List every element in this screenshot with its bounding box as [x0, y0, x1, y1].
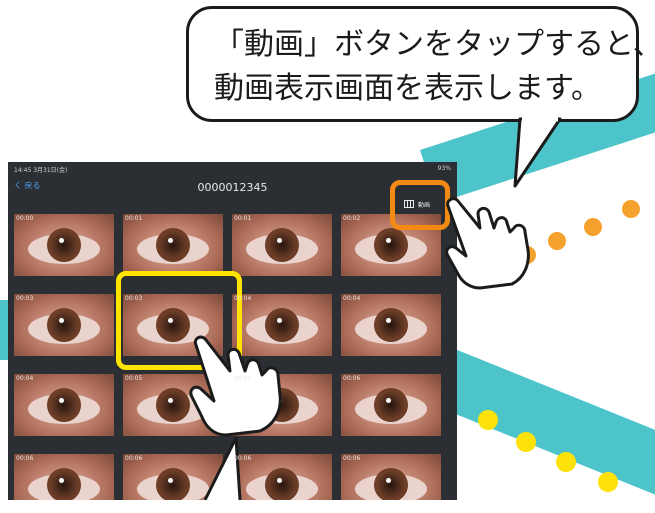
speech-bubble — [186, 6, 639, 122]
tap-hand-icon — [189, 335, 282, 437]
callout-line-1: 「動画」ボタンをタップすると、 — [214, 27, 655, 62]
thumbnail-timestamp: 00:04 — [234, 295, 252, 302]
thumbnail[interactable]: 00:06 — [232, 454, 332, 500]
decorative-dot — [516, 432, 536, 452]
decorative-dot — [556, 452, 576, 472]
video-button[interactable]: 動画 — [404, 193, 442, 215]
thumbnail-timestamp: 00:03 — [125, 295, 143, 302]
thumbnail[interactable]: 00:01 — [232, 214, 332, 276]
thumbnail[interactable]: 00:06 — [341, 454, 441, 500]
callout-line-2: 動画表示画面を表示します。 — [214, 71, 601, 106]
film-icon — [404, 200, 414, 208]
decorative-dot — [622, 200, 640, 218]
thumbnail-timestamp: 00:06 — [16, 455, 34, 462]
decorative-dot — [598, 472, 618, 492]
thumbnail[interactable]: 00:04 — [341, 294, 441, 356]
nav-bar: く 戻る 0000012345 — [8, 174, 457, 206]
thumbnail[interactable]: 00:01 — [123, 214, 223, 276]
decorative-dot — [584, 218, 602, 236]
decorative-dot — [478, 410, 498, 430]
thumbnail-timestamp: 00:05 — [125, 375, 143, 382]
thumbnail-timestamp: 00:05 — [234, 375, 252, 382]
thumbnail-timestamp: 00:06 — [234, 455, 252, 462]
decorative-ribbon-lower — [422, 345, 655, 513]
thumbnail[interactable]: 00:06 — [123, 454, 223, 500]
thumbnail-timestamp: 00:00 — [16, 215, 34, 222]
thumbnail[interactable]: 00:06 — [14, 454, 114, 500]
thumbnail-timestamp: 00:06 — [343, 455, 361, 462]
page-title: 0000012345 — [197, 181, 268, 194]
tap-hand-icon — [445, 197, 530, 290]
thumbnail-timestamp: 00:02 — [343, 215, 361, 222]
thumbnail[interactable]: 00:04 — [14, 374, 114, 436]
thumbnail-timestamp: 00:06 — [125, 455, 143, 462]
thumbnail-timestamp: 00:03 — [16, 295, 34, 302]
thumbnail[interactable]: 00:05 — [232, 374, 332, 436]
status-bar: 14:45 3月31日(金) 93% — [8, 162, 457, 174]
thumbnail[interactable]: 00:04 — [232, 294, 332, 356]
callout-text: 「動画」ボタンをタップすると、 動画表示画面を表示します。 — [214, 23, 655, 111]
video-button-label: 動画 — [418, 201, 431, 209]
thumbnail[interactable]: 00:03 — [14, 294, 114, 356]
selected-thumbnail-highlight — [116, 271, 242, 370]
thumbnail-timestamp: 00:04 — [16, 375, 34, 382]
thumbnail[interactable]: 00:02 — [341, 214, 441, 276]
status-time: 14:45 3月31日(金) — [14, 167, 68, 174]
thumbnail[interactable]: 00:06 — [341, 374, 441, 436]
back-button[interactable]: く 戻る — [14, 181, 41, 190]
status-battery: 93% — [437, 165, 451, 172]
thumbnail[interactable]: 00:00 — [14, 214, 114, 276]
thumbnail-timestamp: 00:06 — [343, 375, 361, 382]
thumbnail-timestamp: 00:01 — [125, 215, 143, 222]
decorative-dot — [548, 232, 566, 250]
thumbnail-timestamp: 00:01 — [234, 215, 252, 222]
thumbnail-timestamp: 00:04 — [343, 295, 361, 302]
